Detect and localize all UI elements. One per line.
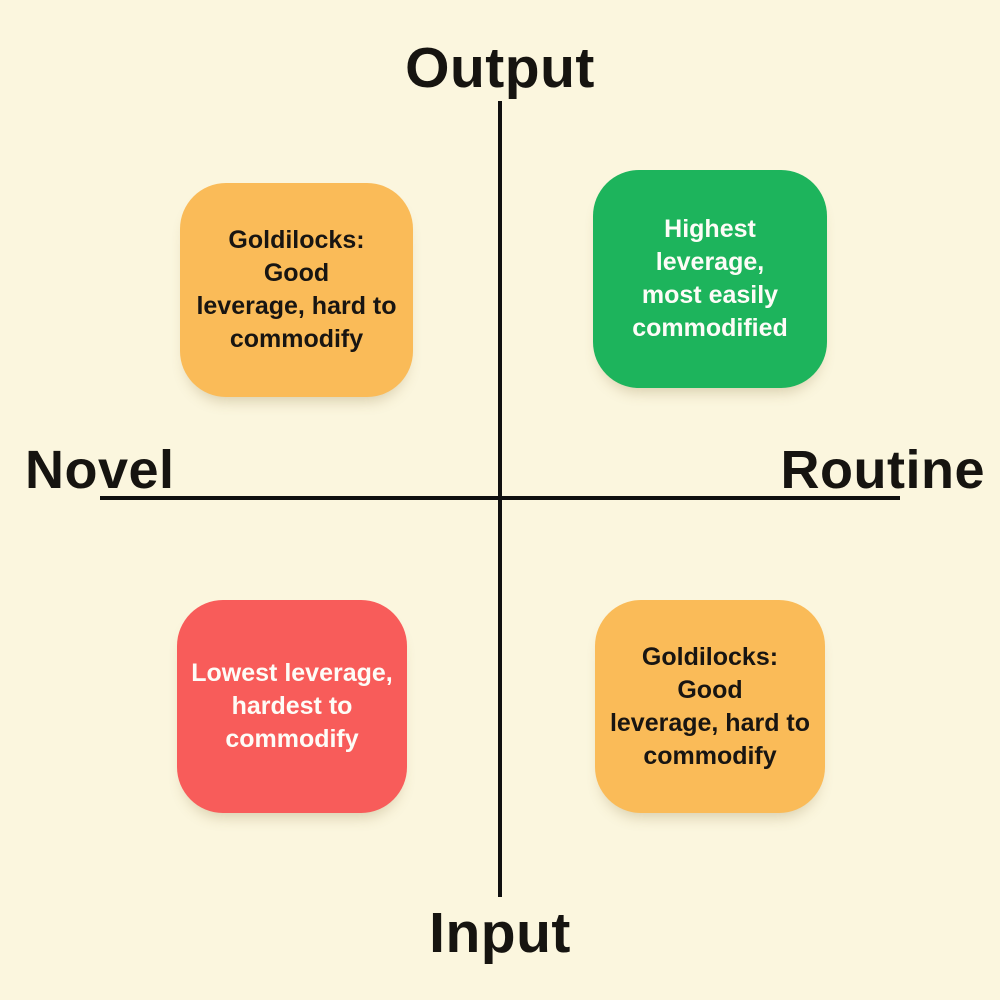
axis-label-input: Input [429,901,571,965]
axis-label-output: Output [405,36,595,100]
quadrant-card-bottom-left: Lowest leverage, hardest to commodify [177,600,407,813]
quadrant-card-bottom-right: Goldilocks: Good leverage, hard to commo… [595,600,825,813]
axis-label-novel: Novel [25,440,175,500]
quadrant-card-top-left: Goldilocks: Good leverage, hard to commo… [180,183,413,397]
axis-label-routine: Routine [780,440,985,500]
quadrant-card-top-right: Highest leverage, most easily commodifie… [593,170,827,388]
horizontal-axis-line [100,496,900,500]
